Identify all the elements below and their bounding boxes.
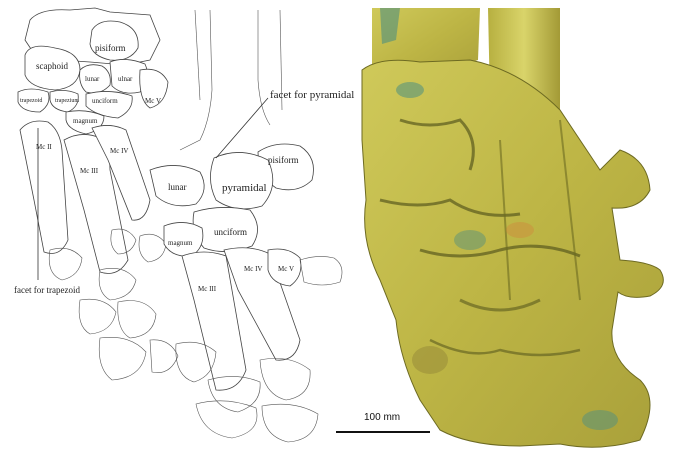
label-mc-v-right: Mc V bbox=[278, 266, 294, 273]
label-mc-ii: Mc II bbox=[36, 144, 52, 151]
label-pisiform-right: pisiform bbox=[268, 156, 299, 165]
photo-patina-3 bbox=[454, 230, 486, 250]
label-magnum-right: magnum bbox=[168, 240, 193, 247]
label-mc-iv: Mc IV bbox=[110, 148, 128, 155]
label-mc-iii: Mc III bbox=[80, 168, 98, 175]
label-pisiform: pisiform bbox=[95, 44, 126, 53]
photo-patina-4 bbox=[582, 410, 618, 430]
label-facet-trapezoid: facet for trapezoid bbox=[14, 286, 80, 295]
photo-bone-mass bbox=[362, 60, 663, 447]
label-ulnar: ulnar bbox=[118, 76, 132, 83]
label-mc-iii-right: Mc III bbox=[198, 286, 216, 293]
label-lunar-right: lunar bbox=[168, 183, 187, 192]
photo-rust-1 bbox=[506, 222, 534, 238]
label-magnum: magnum bbox=[73, 118, 98, 125]
photo-porous-bone bbox=[412, 346, 448, 374]
label-scaphoid: scaphoid bbox=[36, 62, 68, 71]
label-unciform-right: unciform bbox=[214, 228, 247, 237]
label-trapezium: trapezium bbox=[55, 98, 79, 104]
label-mc-v: Mc V bbox=[145, 98, 161, 105]
label-pyramidal: pyramidal bbox=[222, 183, 267, 194]
scale-bar-label: 100 mm bbox=[364, 412, 400, 423]
photo-patina-2 bbox=[396, 82, 424, 98]
label-mc-iv-right: Mc IV bbox=[244, 266, 262, 273]
label-lunar: lunar bbox=[85, 76, 99, 83]
label-facet-pyramidal: facet for pyramidal bbox=[270, 90, 354, 101]
label-unciform: unciform bbox=[92, 98, 118, 105]
label-trapezoid: trapezoid bbox=[20, 98, 42, 104]
